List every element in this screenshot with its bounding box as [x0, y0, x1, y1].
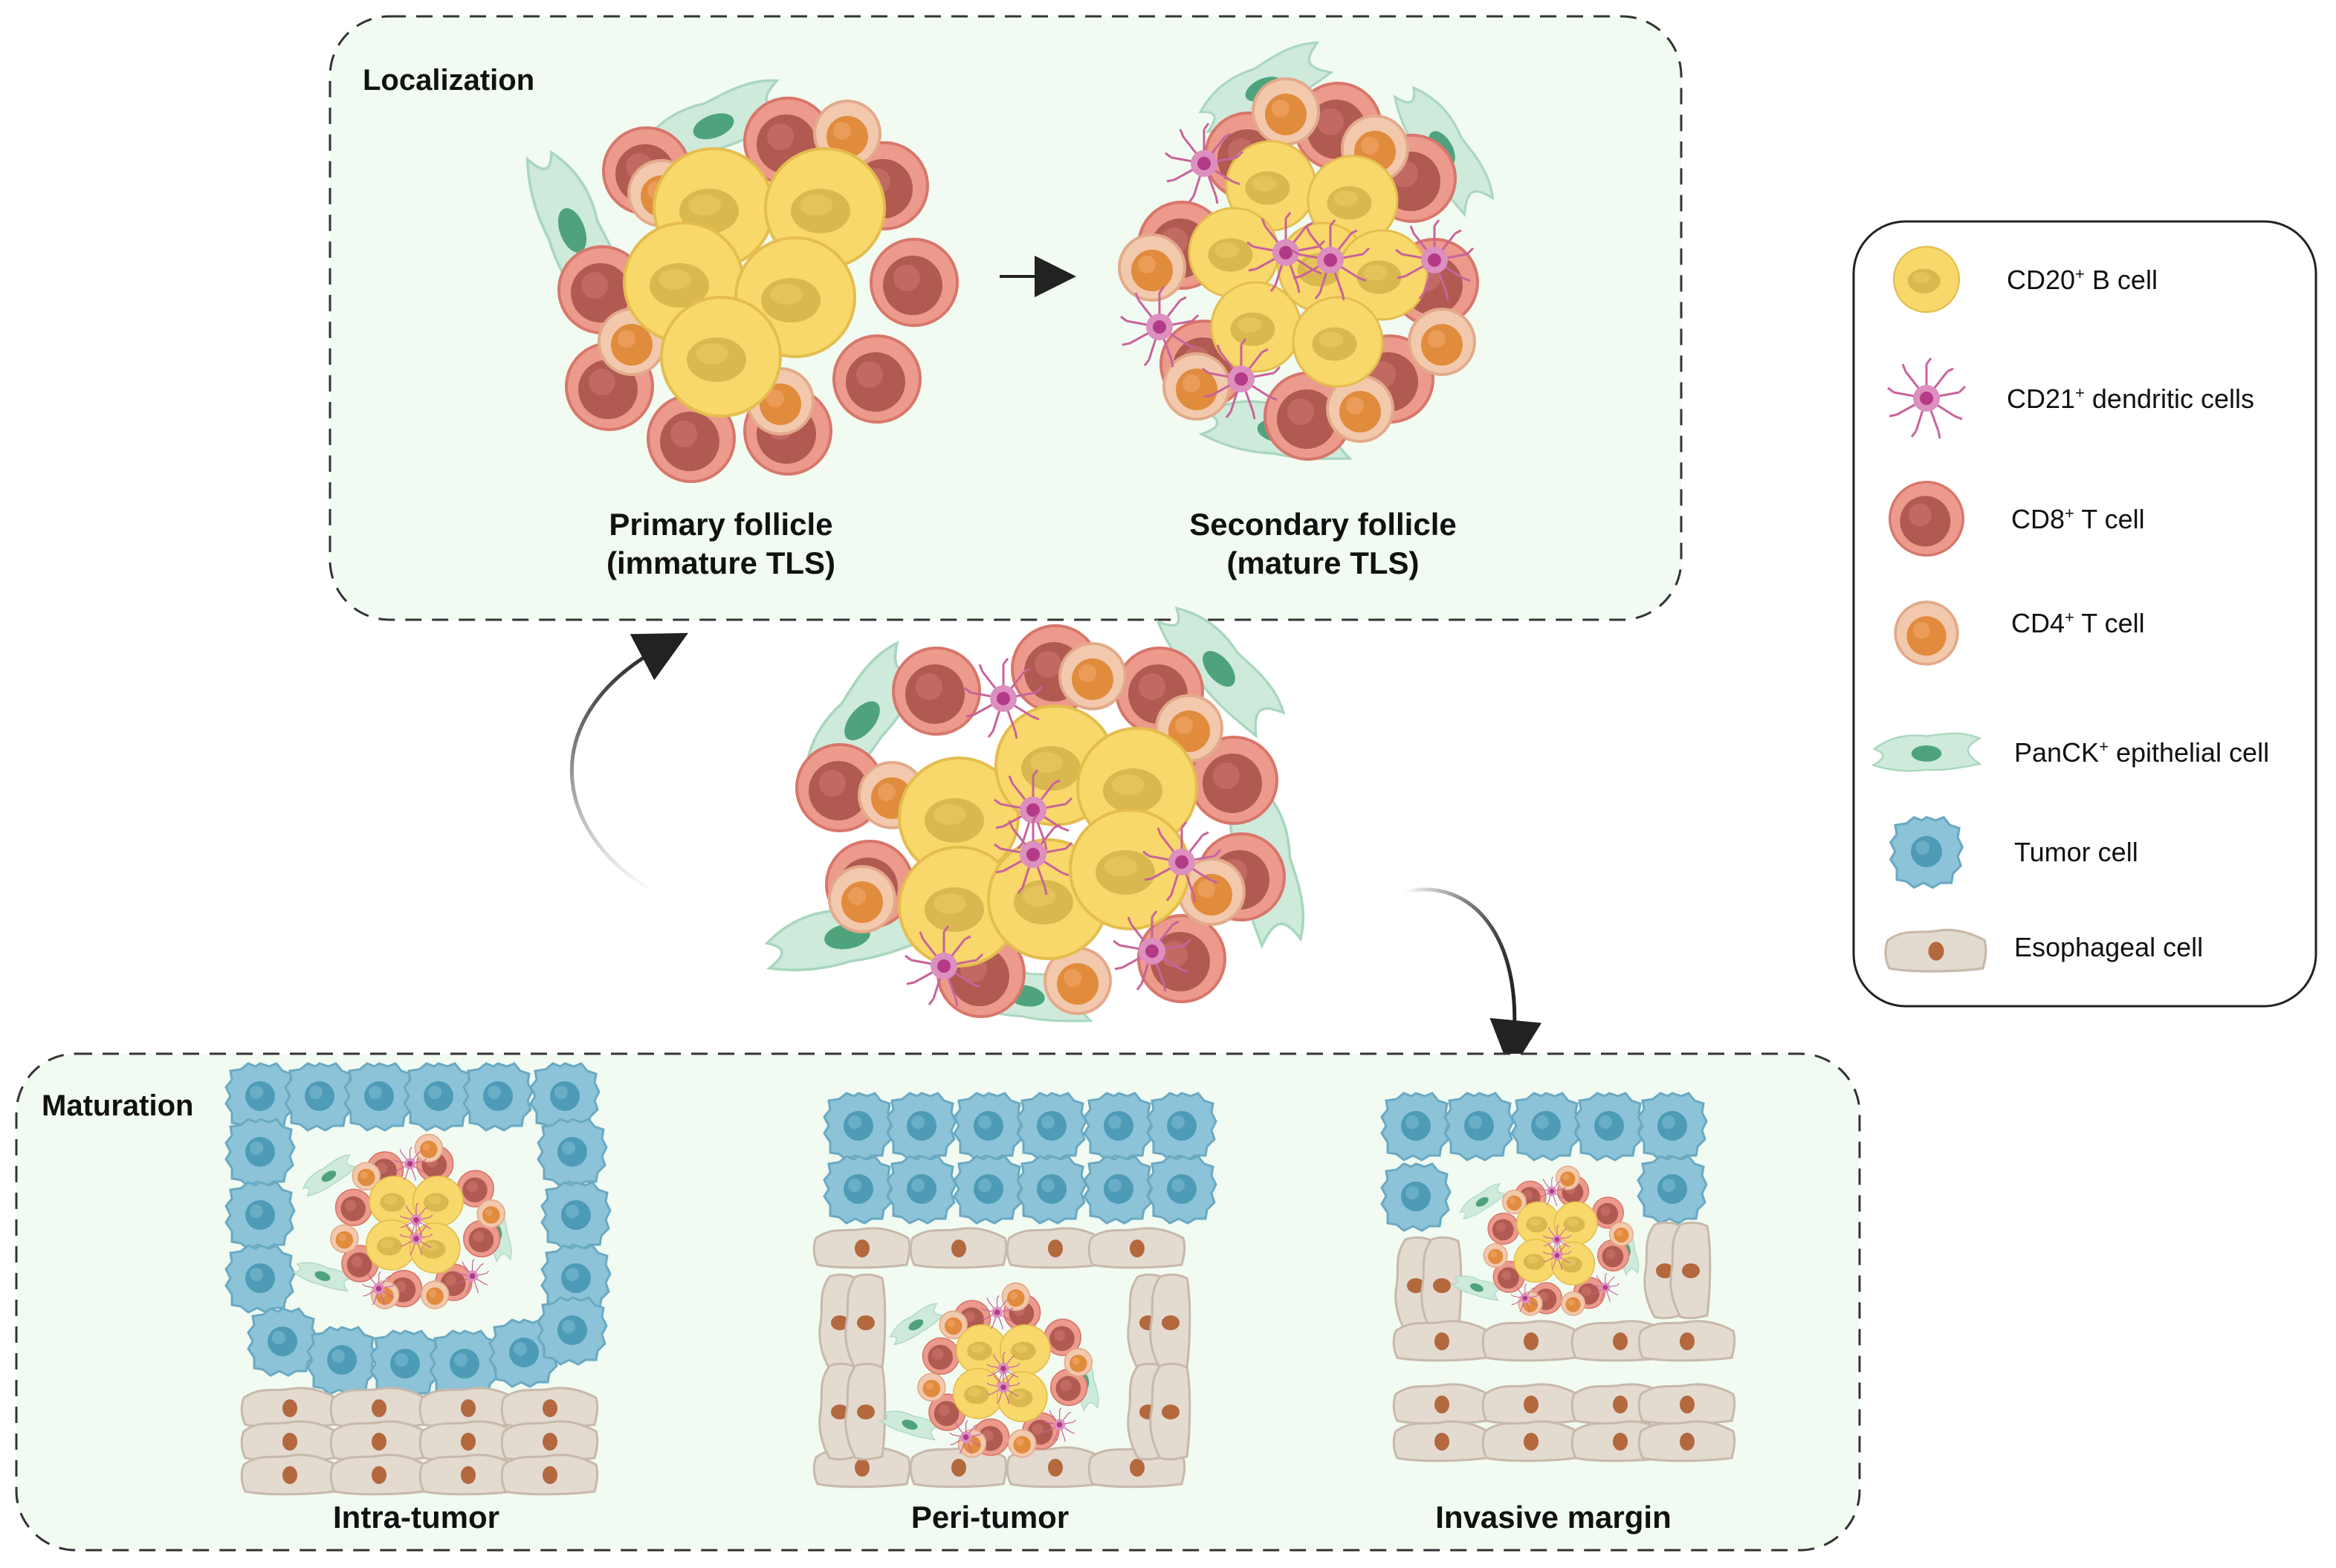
legend-item-rest: B cell	[2084, 265, 2158, 295]
intra-tumor-label: Intra-tumor	[333, 1500, 499, 1535]
legend-item-rest: T cell	[2074, 608, 2145, 638]
legend-item-dendritic: CD21+ dendritic cells	[2007, 383, 2254, 415]
legend-item-tumor: Tumor cell	[2014, 837, 2138, 868]
legend-item-name: CD20	[2007, 265, 2076, 295]
localization-title: Localization	[363, 64, 535, 97]
primary-follicle-caption: Primary follicle (immature TLS)	[572, 505, 870, 583]
primary-follicle-line1: Primary follicle	[609, 507, 833, 542]
legend-item-name: Tumor cell	[2014, 837, 2138, 867]
secondary-follicle-line2: (mature TLS)	[1226, 545, 1420, 580]
legend-box	[1852, 220, 2317, 1008]
legend-item-name: Esophageal cell	[2014, 932, 2204, 962]
legend-item-sup: +	[2075, 383, 2085, 402]
legend-item-rest: epithelial cell	[2108, 737, 2270, 768]
legend-item-name: CD8	[2011, 504, 2065, 534]
legend-item-sup: +	[2099, 737, 2109, 756]
esophageal-cell-icon	[1884, 928, 1987, 973]
invasive-margin-label: Invasive margin	[1435, 1500, 1672, 1535]
legend-item-sup: +	[2065, 504, 2074, 522]
invasive-margin-scene	[1380, 1092, 1736, 1462]
legend-item-epithelial: PanCK+ epithelial cell	[2014, 737, 2269, 768]
cd4-t-cell-icon	[1894, 600, 1959, 666]
cd8-t-cell-icon	[1888, 481, 1965, 557]
legend-item-name: PanCK	[2014, 737, 2100, 768]
arrow-to-localization	[570, 632, 688, 894]
legend-item-name: CD21	[2007, 383, 2076, 414]
primary-follicle-line2: (immature TLS)	[606, 545, 836, 580]
arrow-to-maturation	[1404, 887, 1542, 1072]
legend-item-sup: +	[2075, 265, 2085, 283]
legend-item-name: CD4	[2011, 608, 2065, 638]
legend-item-rest: T cell	[2074, 504, 2145, 534]
secondary-follicle-caption: Secondary follicle (mature TLS)	[1159, 505, 1486, 583]
b-cell-icon	[1892, 245, 1961, 314]
legend-item-esophageal: Esophageal cell	[2014, 932, 2203, 963]
tumor-cell-icon	[1889, 816, 1964, 889]
maturation-title: Maturation	[42, 1089, 194, 1122]
legend-item-cd8: CD8+ T cell	[2011, 504, 2145, 535]
legend-item-b-cell: CD20+ B cell	[2007, 265, 2158, 296]
secondary-follicle-line1: Secondary follicle	[1189, 507, 1457, 542]
peri-tumor-label: Peri-tumor	[910, 1500, 1070, 1535]
legend-item-cd4: CD4+ T cell	[2011, 608, 2145, 639]
legend-item-rest: dendritic cells	[2084, 383, 2254, 414]
central-tls-cluster	[760, 592, 1310, 1031]
legend-item-sup: +	[2065, 608, 2074, 626]
esophageal-layer	[240, 1387, 599, 1496]
